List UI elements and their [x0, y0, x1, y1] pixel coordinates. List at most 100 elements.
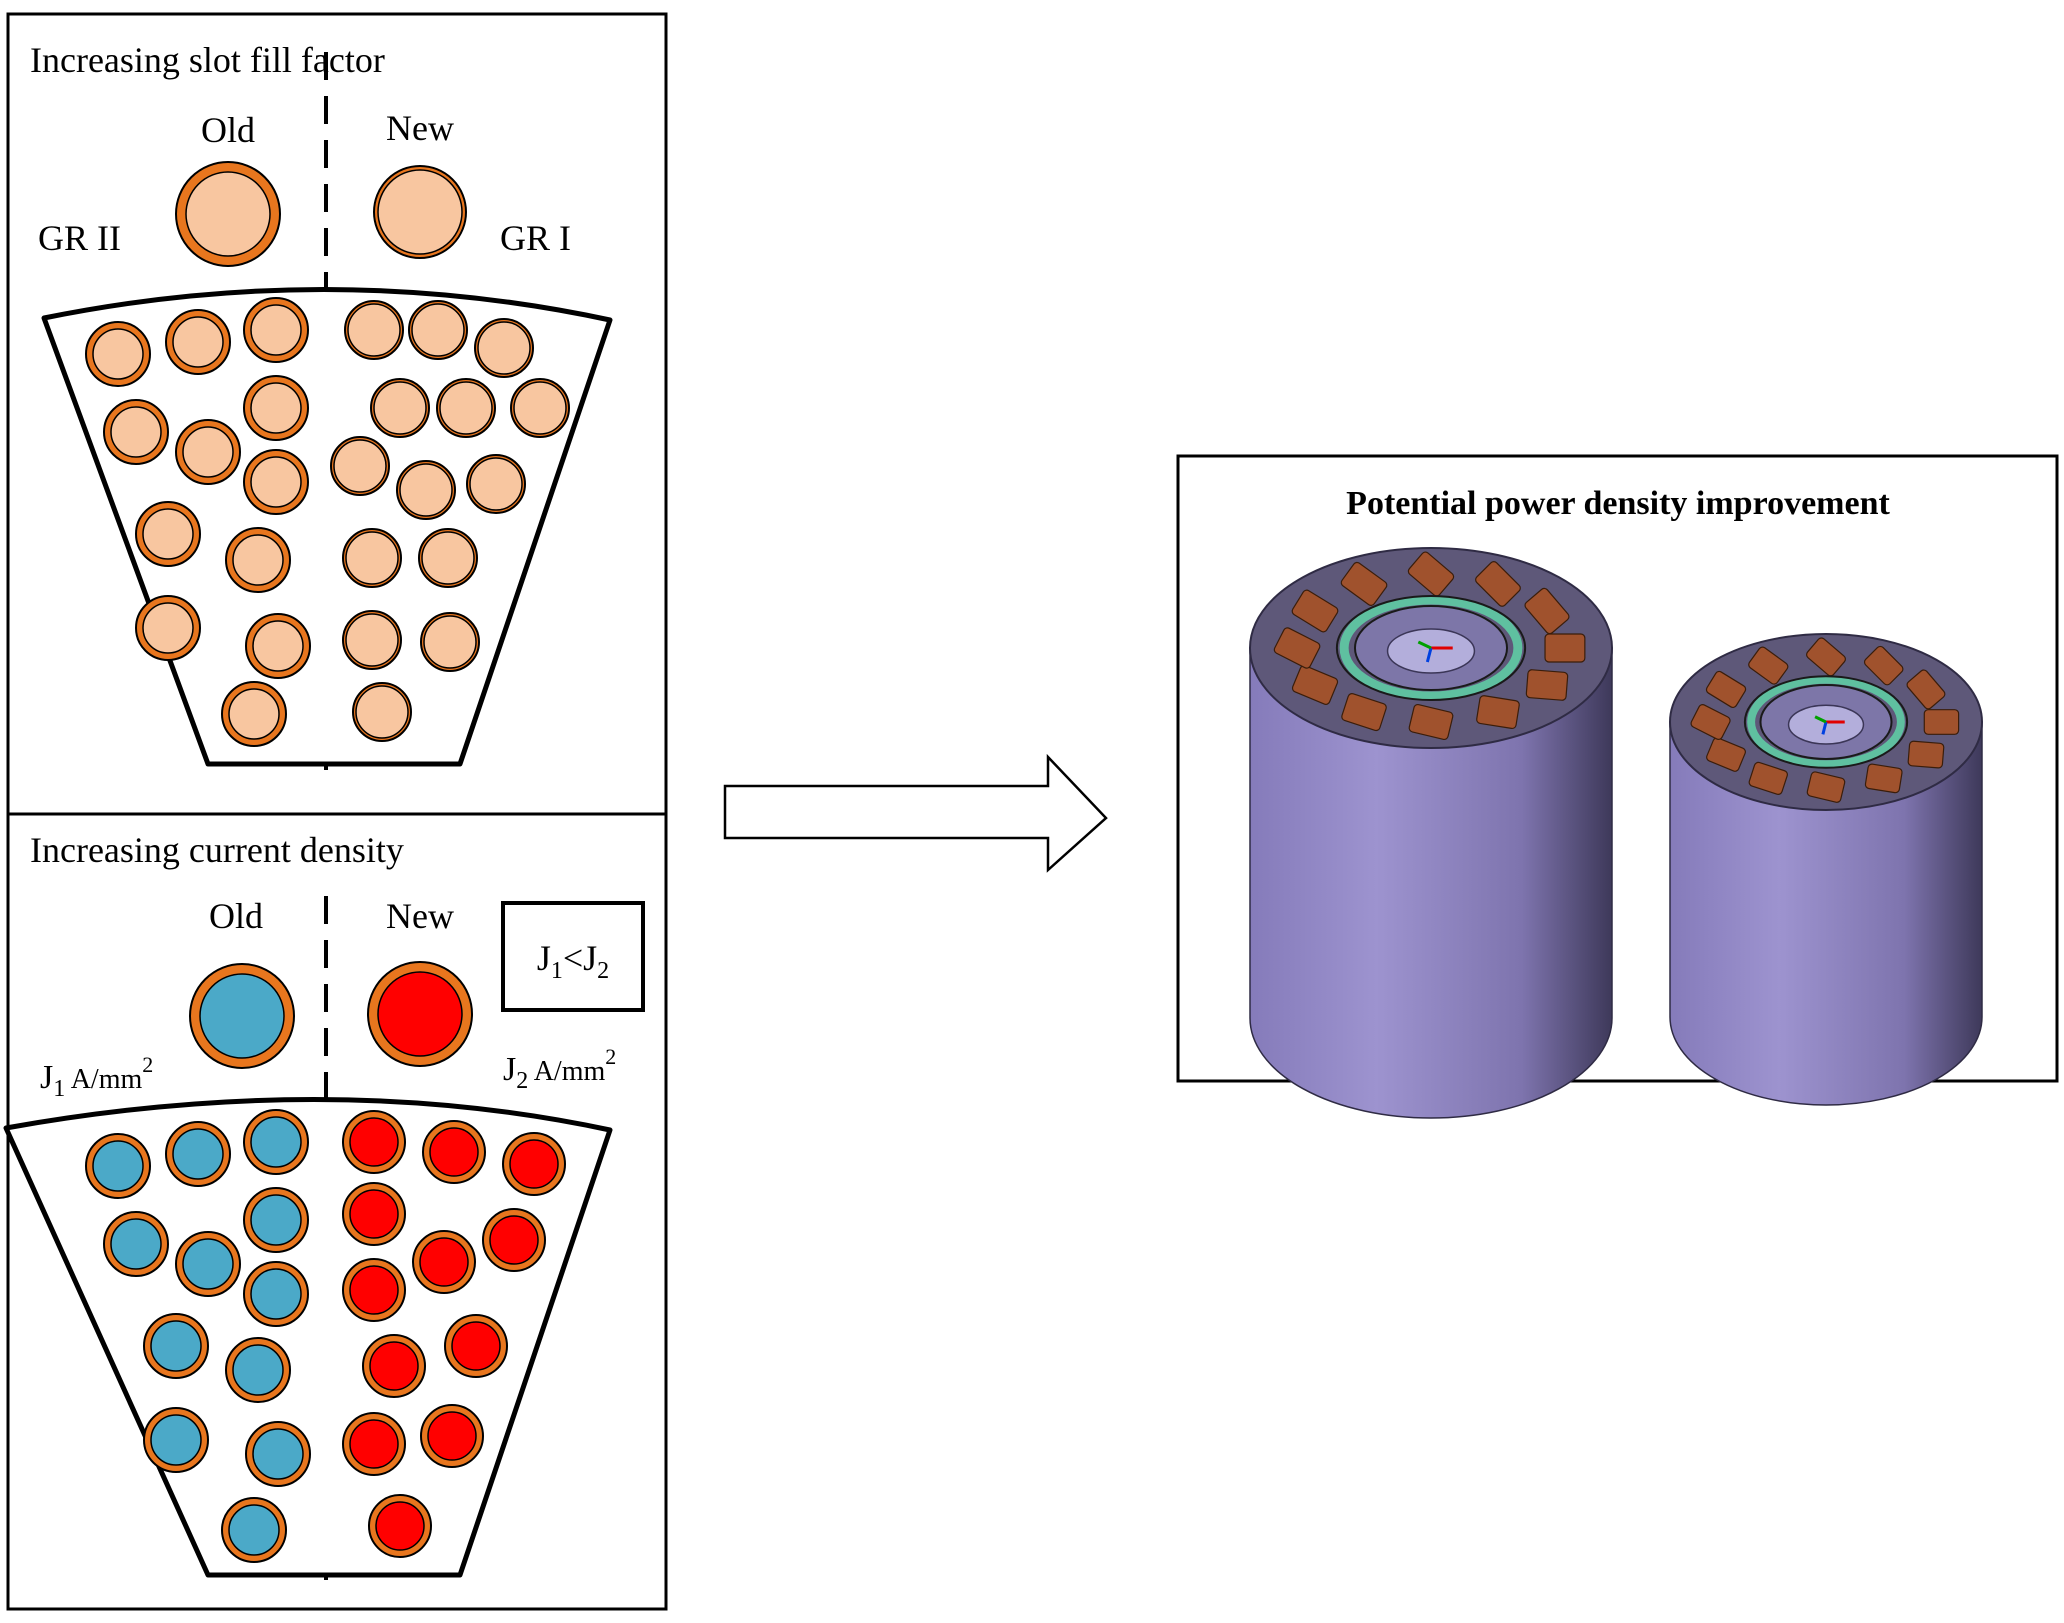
- blue-conductor-core: [250, 1116, 302, 1168]
- slot-fill-new-label: New: [386, 108, 454, 148]
- new-conductor: [418, 528, 478, 588]
- motor-winding: [1907, 740, 1945, 769]
- blue-conductor-core: [110, 1218, 162, 1270]
- old-conductor-core: [110, 406, 162, 458]
- result-panel: Potential power density improvement: [1176, 454, 2059, 1119]
- old-conductor-core: [228, 688, 280, 740]
- motor-ring-outline: [1335, 595, 1527, 701]
- transition-arrow: [723, 753, 1108, 873]
- motor-winding: [1705, 670, 1747, 709]
- blue-conductor-core: [232, 1344, 284, 1396]
- slot-fill-panel: Increasing slot fill factor Old New GR I…: [6, 12, 668, 816]
- motor-large: [1249, 547, 1613, 1119]
- blue-conductor-core: [92, 1140, 144, 1192]
- blue-conductor: [245, 1421, 311, 1487]
- blue-conductor-core: [250, 1194, 302, 1246]
- new-conductor-core: [333, 439, 387, 493]
- red-conductor-core: [429, 1127, 479, 1177]
- red-conductor-core: [489, 1215, 539, 1265]
- old-conductor: [245, 613, 311, 679]
- relation-text: J1<J2: [537, 938, 609, 984]
- old-conductor-core: [252, 620, 304, 672]
- red-conductor: [444, 1314, 508, 1378]
- new-conductor-core: [399, 463, 453, 517]
- old-conductor: [135, 595, 201, 661]
- motor-winding: [1340, 561, 1388, 606]
- motor-body: [1249, 647, 1613, 1119]
- motor-winding: [1291, 665, 1339, 705]
- red-conductor-core: [419, 1237, 469, 1287]
- old-conductor-core: [232, 534, 284, 586]
- motor-winding: [1805, 637, 1847, 677]
- new-conductor: [344, 300, 404, 360]
- j1-wire-sample: [189, 963, 295, 1069]
- j1-density-label: J1 A/mm2: [40, 1052, 153, 1102]
- new-conductor-core: [469, 457, 523, 511]
- axis-y-icon: [1814, 715, 1827, 724]
- motor-winding: [1291, 589, 1339, 633]
- red-conductor: [342, 1110, 406, 1174]
- old-wire-sample-core: [185, 171, 271, 257]
- new-conductor-core: [423, 615, 477, 669]
- motor-winding: [1906, 669, 1946, 710]
- red-conductor-core: [349, 1189, 399, 1239]
- motor-body: [1669, 721, 1983, 1106]
- new-conductor: [370, 378, 430, 438]
- j2-density-label: J2 A/mm2: [503, 1044, 616, 1094]
- slot-fill-gr2-label: GR II: [38, 218, 121, 258]
- blue-conductor: [143, 1313, 209, 1379]
- red-conductor-core: [375, 1501, 425, 1551]
- blue-conductor-core: [228, 1504, 280, 1556]
- motor-winding: [1923, 709, 1960, 735]
- new-wire-sample: [373, 165, 467, 259]
- motor-magnet-ring: [1339, 595, 1523, 701]
- red-conductor-core: [349, 1117, 399, 1167]
- blue-conductor-core: [150, 1320, 202, 1372]
- result-title: Potential power density improvement: [1346, 485, 1890, 522]
- blue-conductor-core: [172, 1128, 224, 1180]
- old-conductor-core: [142, 602, 194, 654]
- new-conductor-core: [373, 381, 427, 435]
- blue-conductor: [85, 1133, 151, 1199]
- j2-wire-sample-core: [377, 971, 463, 1057]
- new-conductor-core: [345, 613, 399, 667]
- motor-winding: [1273, 627, 1321, 669]
- motor-winding: [1706, 737, 1746, 772]
- new-conductor-core: [421, 531, 475, 585]
- new-conductor: [396, 460, 456, 520]
- current-density-title: Increasing current density: [30, 830, 404, 870]
- motor-winding: [1525, 669, 1569, 701]
- red-conductor-core: [509, 1139, 559, 1189]
- motor-winding: [1524, 587, 1570, 635]
- old-conductor: [175, 419, 241, 485]
- blue-conductor-core: [252, 1428, 304, 1480]
- motor-winding: [1863, 645, 1904, 686]
- red-conductor: [342, 1412, 406, 1476]
- red-conductor-core: [349, 1265, 399, 1315]
- motor-winding: [1690, 704, 1731, 740]
- blue-conductor: [243, 1109, 309, 1175]
- blue-conductor: [225, 1337, 291, 1403]
- new-conductor-core: [513, 381, 567, 435]
- blue-conductor: [165, 1121, 231, 1187]
- red-conductor: [412, 1230, 476, 1294]
- new-conductor: [474, 318, 534, 378]
- red-conductor: [342, 1258, 406, 1322]
- old-conductor-core: [92, 328, 144, 380]
- new-conductor: [436, 378, 496, 438]
- motor-winding: [1341, 693, 1387, 732]
- red-conductor-core: [369, 1341, 419, 1391]
- red-conductor: [420, 1404, 484, 1468]
- motor-winding: [1476, 695, 1520, 730]
- relation-box: [501, 901, 645, 1012]
- current-density-new-label: New: [386, 896, 454, 936]
- old-conductor-core: [250, 304, 302, 356]
- new-conductor-core: [439, 381, 493, 435]
- new-conductor: [342, 610, 402, 670]
- blue-conductor: [175, 1231, 241, 1297]
- motor-magnet-ring: [1747, 675, 1905, 769]
- old-conductor: [243, 449, 309, 515]
- motor-winding: [1408, 703, 1454, 741]
- red-conductor: [342, 1182, 406, 1246]
- old-conductor-core: [250, 382, 302, 434]
